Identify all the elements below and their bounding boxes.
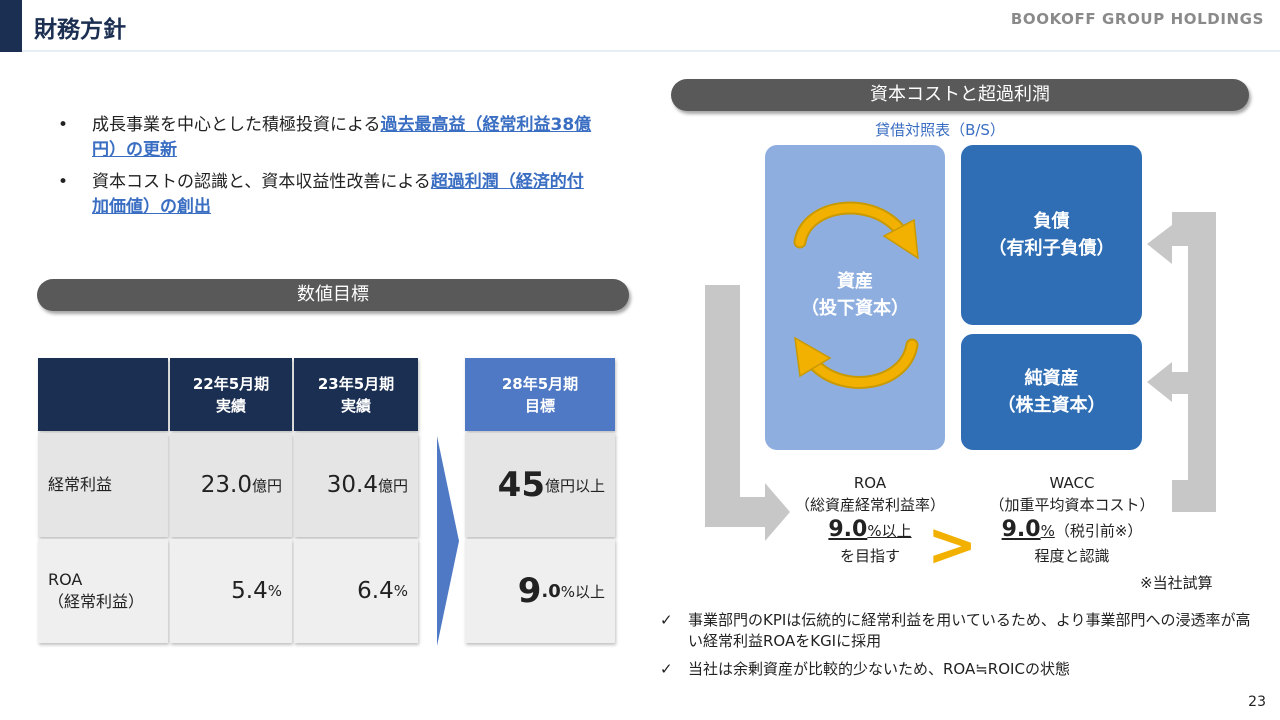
page-number: 23: [1248, 694, 1266, 710]
policy-bullets: • 成長事業を中心とした積極投資による過去最高益（経常利益38億円）の更新 • …: [58, 113, 598, 227]
estimate-note: ※当社試算: [1140, 574, 1213, 592]
asset-label: 資産（投下資本）: [801, 271, 909, 319]
table-cell-fy22-roa: 5.4%: [170, 539, 292, 643]
bullet-highlight: 過去最高益（経常利益38億円）の更新: [92, 115, 592, 160]
table-row-label-ordinary-profit: 経常利益: [38, 433, 168, 537]
chevron-right-icon: [437, 436, 459, 646]
title-accent-bar: [0, 0, 22, 52]
asset-box: [765, 145, 945, 450]
equity-box: 純資産（株主資本）: [961, 334, 1142, 450]
bullet-text: 成長事業を中心とした積極投資による: [92, 115, 381, 135]
roa-kpi: ROA （総資産経常利益率） 9.0%以上 を目指す: [794, 474, 945, 565]
table-cell-target-roa: 9.0%以上: [465, 539, 615, 643]
table-header-fy23: 23年5月期実績: [294, 358, 418, 431]
bullet-highlight: 超過利潤（経済的付加価値）の創出: [92, 172, 584, 217]
policy-bullet: • 資本コストの認識と、資本収益性改善による超過利潤（経済的付加価値）の創出: [58, 170, 598, 220]
bullet-marker: •: [58, 172, 69, 192]
check-icon: ✓: [660, 611, 673, 629]
wacc-kpi: WACC （加重平均資本コスト） 9.0%（税引前※） 程度と認識: [989, 474, 1155, 565]
table-header-fy22: 22年5月期実績: [170, 358, 292, 431]
check-item: ✓ 事業部門のKPIは伝統的に経常利益を用いているため、より事業部門への浸透率が…: [660, 611, 1251, 650]
check-icon: ✓: [660, 660, 673, 678]
capital-section-title: 資本コストと超過利潤: [671, 79, 1249, 111]
check-item: ✓ 当社は余剰資産が比較的少ないため、ROA≒ROICの状態: [660, 660, 1070, 678]
table-row-label-roa: ROA（経常利益）: [38, 539, 168, 643]
rationale-checklist: ✓ 事業部門のKPIは伝統的に経常利益を用いているため、より事業部門への浸透率が…: [660, 610, 1260, 687]
title-divider: [22, 50, 1280, 52]
liability-box: 負債（有利子負債）: [961, 145, 1142, 325]
table-header-empty: [38, 358, 168, 431]
bullet-marker: •: [58, 115, 69, 135]
greater-than-sign: >: [927, 510, 978, 580]
balance-sheet-label: 貸借対照表（B/S）: [875, 121, 1005, 139]
brand-logo-text: BOOKOFF GROUP HOLDINGS: [1010, 10, 1264, 28]
bullet-text: 資本コストの認識と、資本収益性改善による: [92, 172, 431, 192]
policy-bullet: • 成長事業を中心とした積極投資による過去最高益（経常利益38億円）の更新: [58, 113, 598, 163]
table-header-fy28-target: 28年5月期目標: [465, 358, 615, 431]
targets-section-title: 数値目標: [37, 279, 629, 311]
page-title: 財務方針: [34, 17, 126, 43]
table-cell-fy23-roa: 6.4%: [294, 539, 418, 643]
